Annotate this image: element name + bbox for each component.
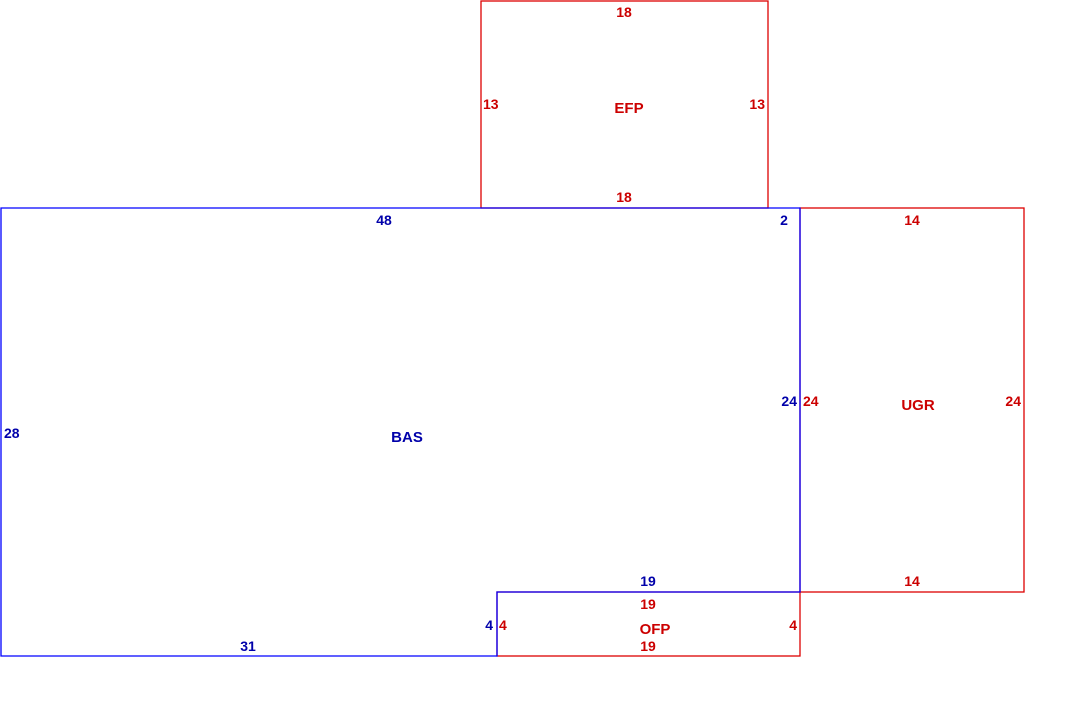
bas-top-dimension: 48 — [376, 212, 392, 228]
bas-bottom-dimension: 31 — [240, 638, 256, 654]
ofp-top-dimension: 19 — [640, 596, 656, 612]
efp-right-dimension: 13 — [749, 96, 765, 112]
bas-step-dimension: 19 — [640, 573, 656, 589]
ofp-area-label: OFP — [640, 621, 671, 638]
ofp-left-dimension: 4 — [499, 617, 507, 633]
ugr-bottom-dimension: 14 — [904, 573, 920, 589]
ofp-bottom-dimension: 19 — [640, 638, 656, 654]
ofp-right-dimension: 4 — [789, 617, 797, 633]
efp-left-dimension: 13 — [483, 96, 499, 112]
ugr-top-dimension: 14 — [904, 212, 920, 228]
bas-right-dimension: 24 — [781, 393, 797, 409]
ugr-area-label: UGR — [901, 397, 935, 414]
ugr-right-dimension: 24 — [1005, 393, 1021, 409]
efp-bottom-dimension: 18 — [616, 189, 632, 205]
bas-area-label: BAS — [391, 429, 423, 446]
bas-left-dimension: 28 — [4, 425, 20, 441]
efp-area-label: EFP — [614, 100, 643, 117]
efp-top-dimension: 18 — [616, 4, 632, 20]
bas-top-right-dimension: 2 — [780, 212, 788, 228]
bas-notch-dimension: 4 — [485, 617, 493, 633]
bas-outline — [0, 207, 801, 657]
ugr-left-dimension: 24 — [803, 393, 819, 409]
